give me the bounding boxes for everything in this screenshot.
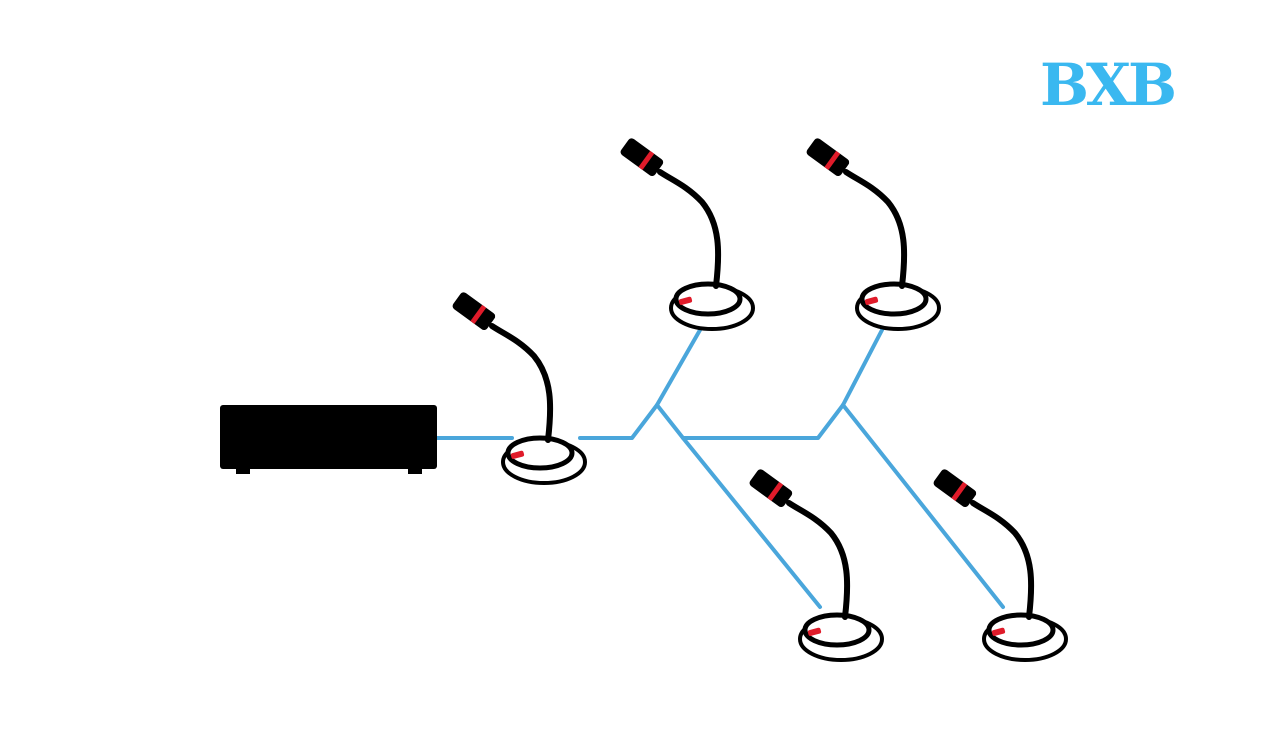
cable-branch-upper-left [655, 328, 702, 407]
cable-branch-lower-right [841, 403, 1005, 609]
gooseneck-microphone-icon [748, 468, 882, 660]
cable-branch-lower-left [681, 436, 822, 609]
conference-host-unit-icon [220, 405, 437, 474]
gooseneck-microphone-icon [451, 291, 585, 483]
cable-trunk [578, 403, 845, 440]
bxb-logo: BXB [1040, 51, 1174, 119]
gooseneck-microphone-icon [932, 468, 1066, 660]
gooseneck-microphone-icon [619, 137, 753, 329]
cable-network [435, 328, 1005, 609]
cable-branch-upper-right [841, 328, 884, 407]
gooseneck-microphone-icon [805, 137, 939, 329]
